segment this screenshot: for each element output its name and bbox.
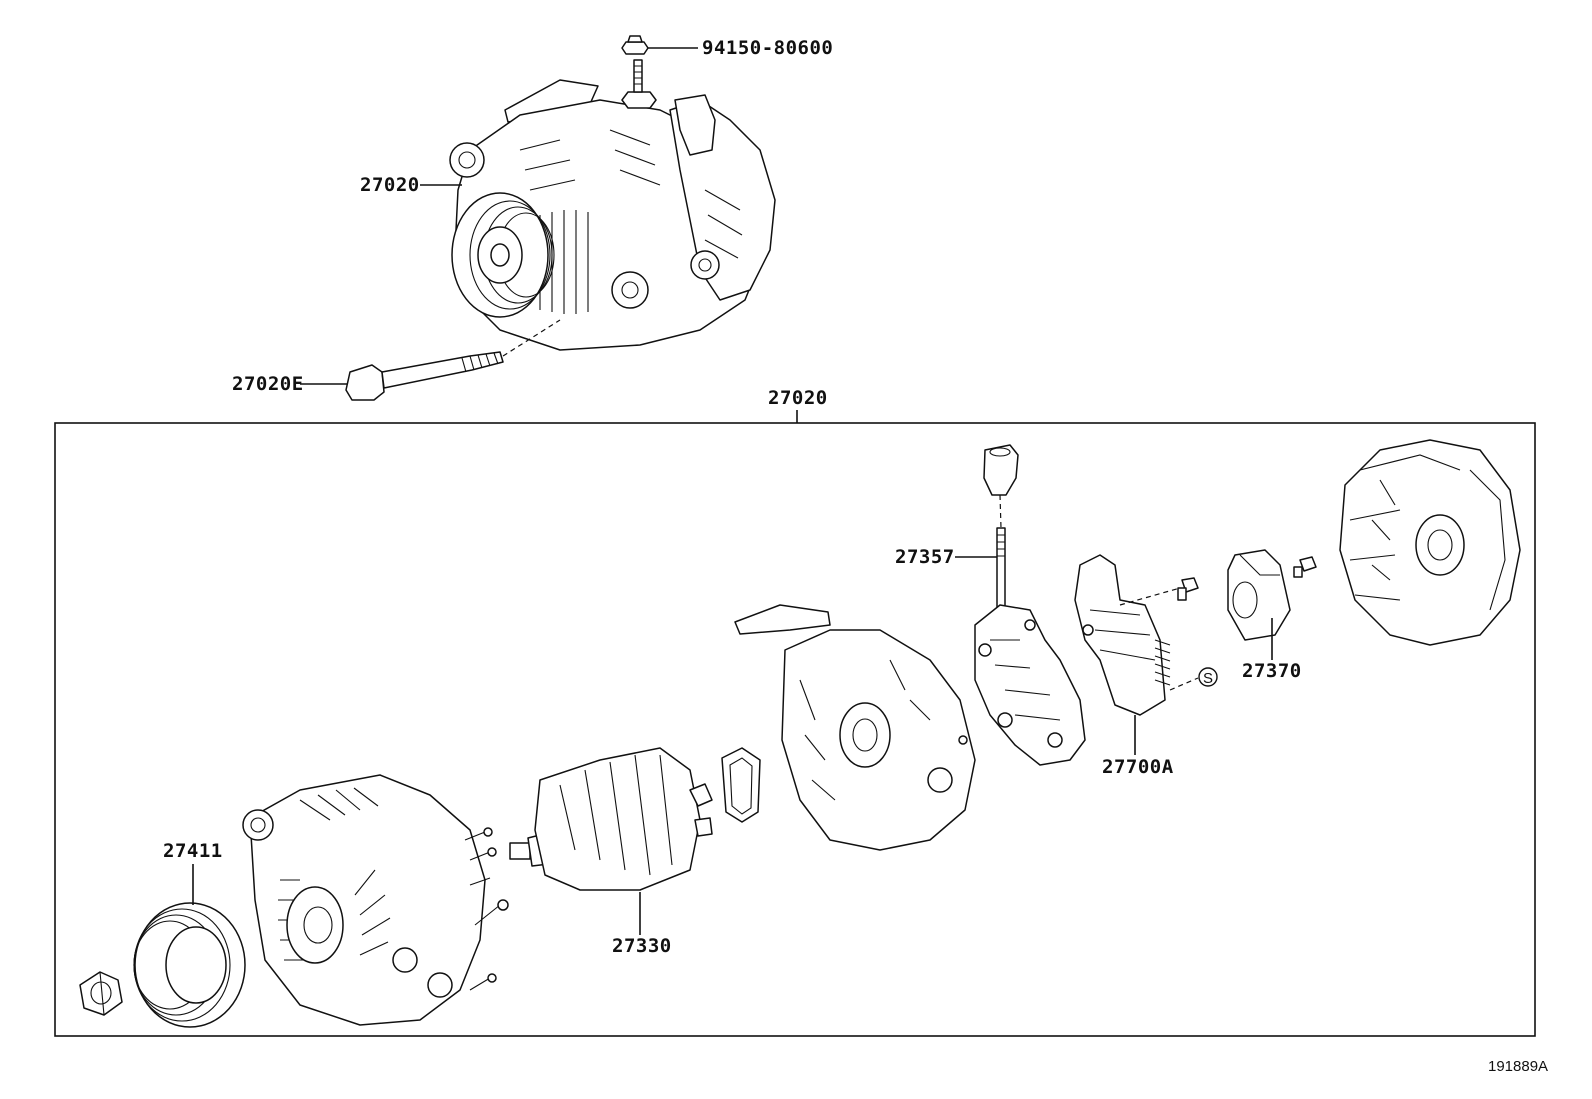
brush-holder xyxy=(1227,549,1291,641)
label-27357: 27357 xyxy=(895,546,955,568)
brush-holder-screw xyxy=(1293,556,1317,578)
regulator-screw xyxy=(1119,577,1199,606)
exploded-view-frame xyxy=(54,422,1536,1037)
label-27411: 27411 xyxy=(163,840,223,862)
label-27700A: 27700A xyxy=(1102,756,1174,778)
rear-end-cover xyxy=(1339,439,1521,646)
rectifier xyxy=(974,604,1086,766)
regulator xyxy=(1074,554,1171,716)
rectifier-end-frame xyxy=(734,604,976,851)
s-mark-letter: S xyxy=(1203,670,1213,687)
bolt-94150 xyxy=(621,35,649,55)
terminal-insulator xyxy=(983,444,1019,609)
label-27020-frame: 27020 xyxy=(768,387,828,409)
nut xyxy=(79,971,123,1016)
label-27020E: 27020E xyxy=(232,373,304,395)
seal-ring xyxy=(721,747,761,823)
rotor xyxy=(509,747,713,891)
label-94150-80600: 94150-80600 xyxy=(702,37,833,59)
figure-number: 191889A xyxy=(1488,1058,1548,1075)
label-27330: 27330 xyxy=(612,935,672,957)
pulley xyxy=(133,902,246,1028)
drive-end-frame xyxy=(242,774,509,1026)
alternator-assembly xyxy=(449,59,776,351)
s-mark-circle xyxy=(1198,667,1218,687)
through-bolt xyxy=(345,319,561,401)
label-27020-assembly: 27020 xyxy=(360,174,420,196)
label-27370: 27370 xyxy=(1242,660,1302,682)
